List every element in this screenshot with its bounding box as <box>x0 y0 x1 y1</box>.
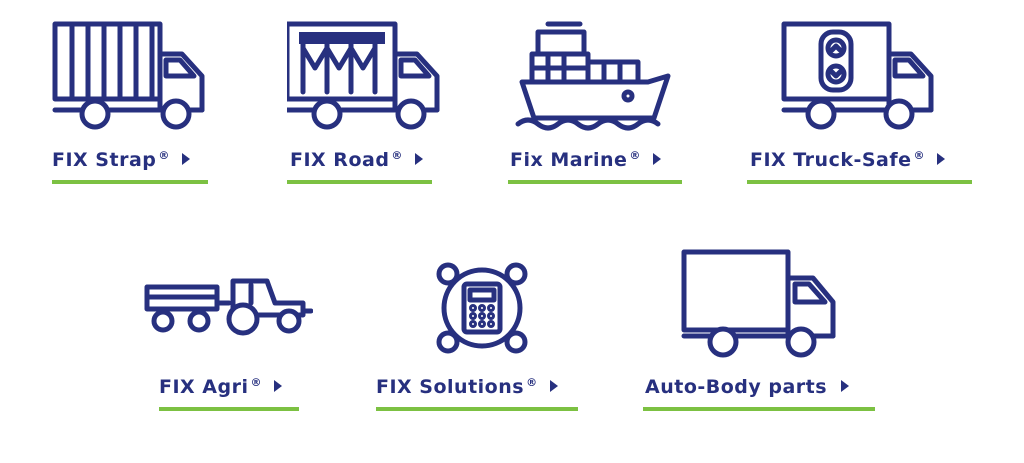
tractor-icon <box>144 278 313 336</box>
tile-underline <box>159 407 299 411</box>
box-truck-icon <box>681 249 836 358</box>
tile-fix-solutions[interactable]: FIX Solutions® <box>376 262 586 416</box>
tile-underline <box>52 180 208 184</box>
tile-underline <box>643 407 875 411</box>
tile-label: FIX Agri® <box>159 371 282 399</box>
tile-label: Fix Marine® <box>510 144 661 172</box>
truck-road-icon <box>287 21 440 130</box>
chevron-right-icon <box>652 153 661 165</box>
tile-label: Auto-Body parts <box>645 371 850 399</box>
chevron-right-icon <box>549 380 558 392</box>
tile-underline <box>747 180 972 184</box>
tile-underline <box>508 180 682 184</box>
chevron-right-icon <box>274 380 282 392</box>
tile-fix-truck-safe[interactable]: FIX Truck-Safe® <box>747 20 977 190</box>
control-panel-icon <box>436 262 528 354</box>
tile-fix-marine[interactable]: Fix Marine® <box>508 20 688 190</box>
truck-strap-icon <box>52 21 205 130</box>
tile-fix-agri[interactable]: FIX Agri® <box>143 265 313 415</box>
tile-label: FIX Solutions® <box>376 371 558 399</box>
chevron-right-icon <box>841 380 850 392</box>
chevron-right-icon <box>414 153 423 165</box>
tile-fix-strap[interactable]: FIX Strap® <box>52 20 212 190</box>
tile-label: FIX Strap® <box>52 144 190 172</box>
tile-label: FIX Road® <box>290 144 423 172</box>
tile-auto-body-parts[interactable]: Auto-Body parts <box>643 248 883 416</box>
truck-safe-icon <box>781 21 934 130</box>
tile-label: FIX Truck-Safe® <box>750 144 946 172</box>
tile-underline <box>376 407 578 411</box>
chevron-right-icon <box>937 153 946 165</box>
ship-icon <box>515 21 671 131</box>
tile-underline <box>287 180 432 184</box>
chevron-right-icon <box>181 153 190 165</box>
tile-fix-road[interactable]: FIX Road® <box>287 20 447 190</box>
